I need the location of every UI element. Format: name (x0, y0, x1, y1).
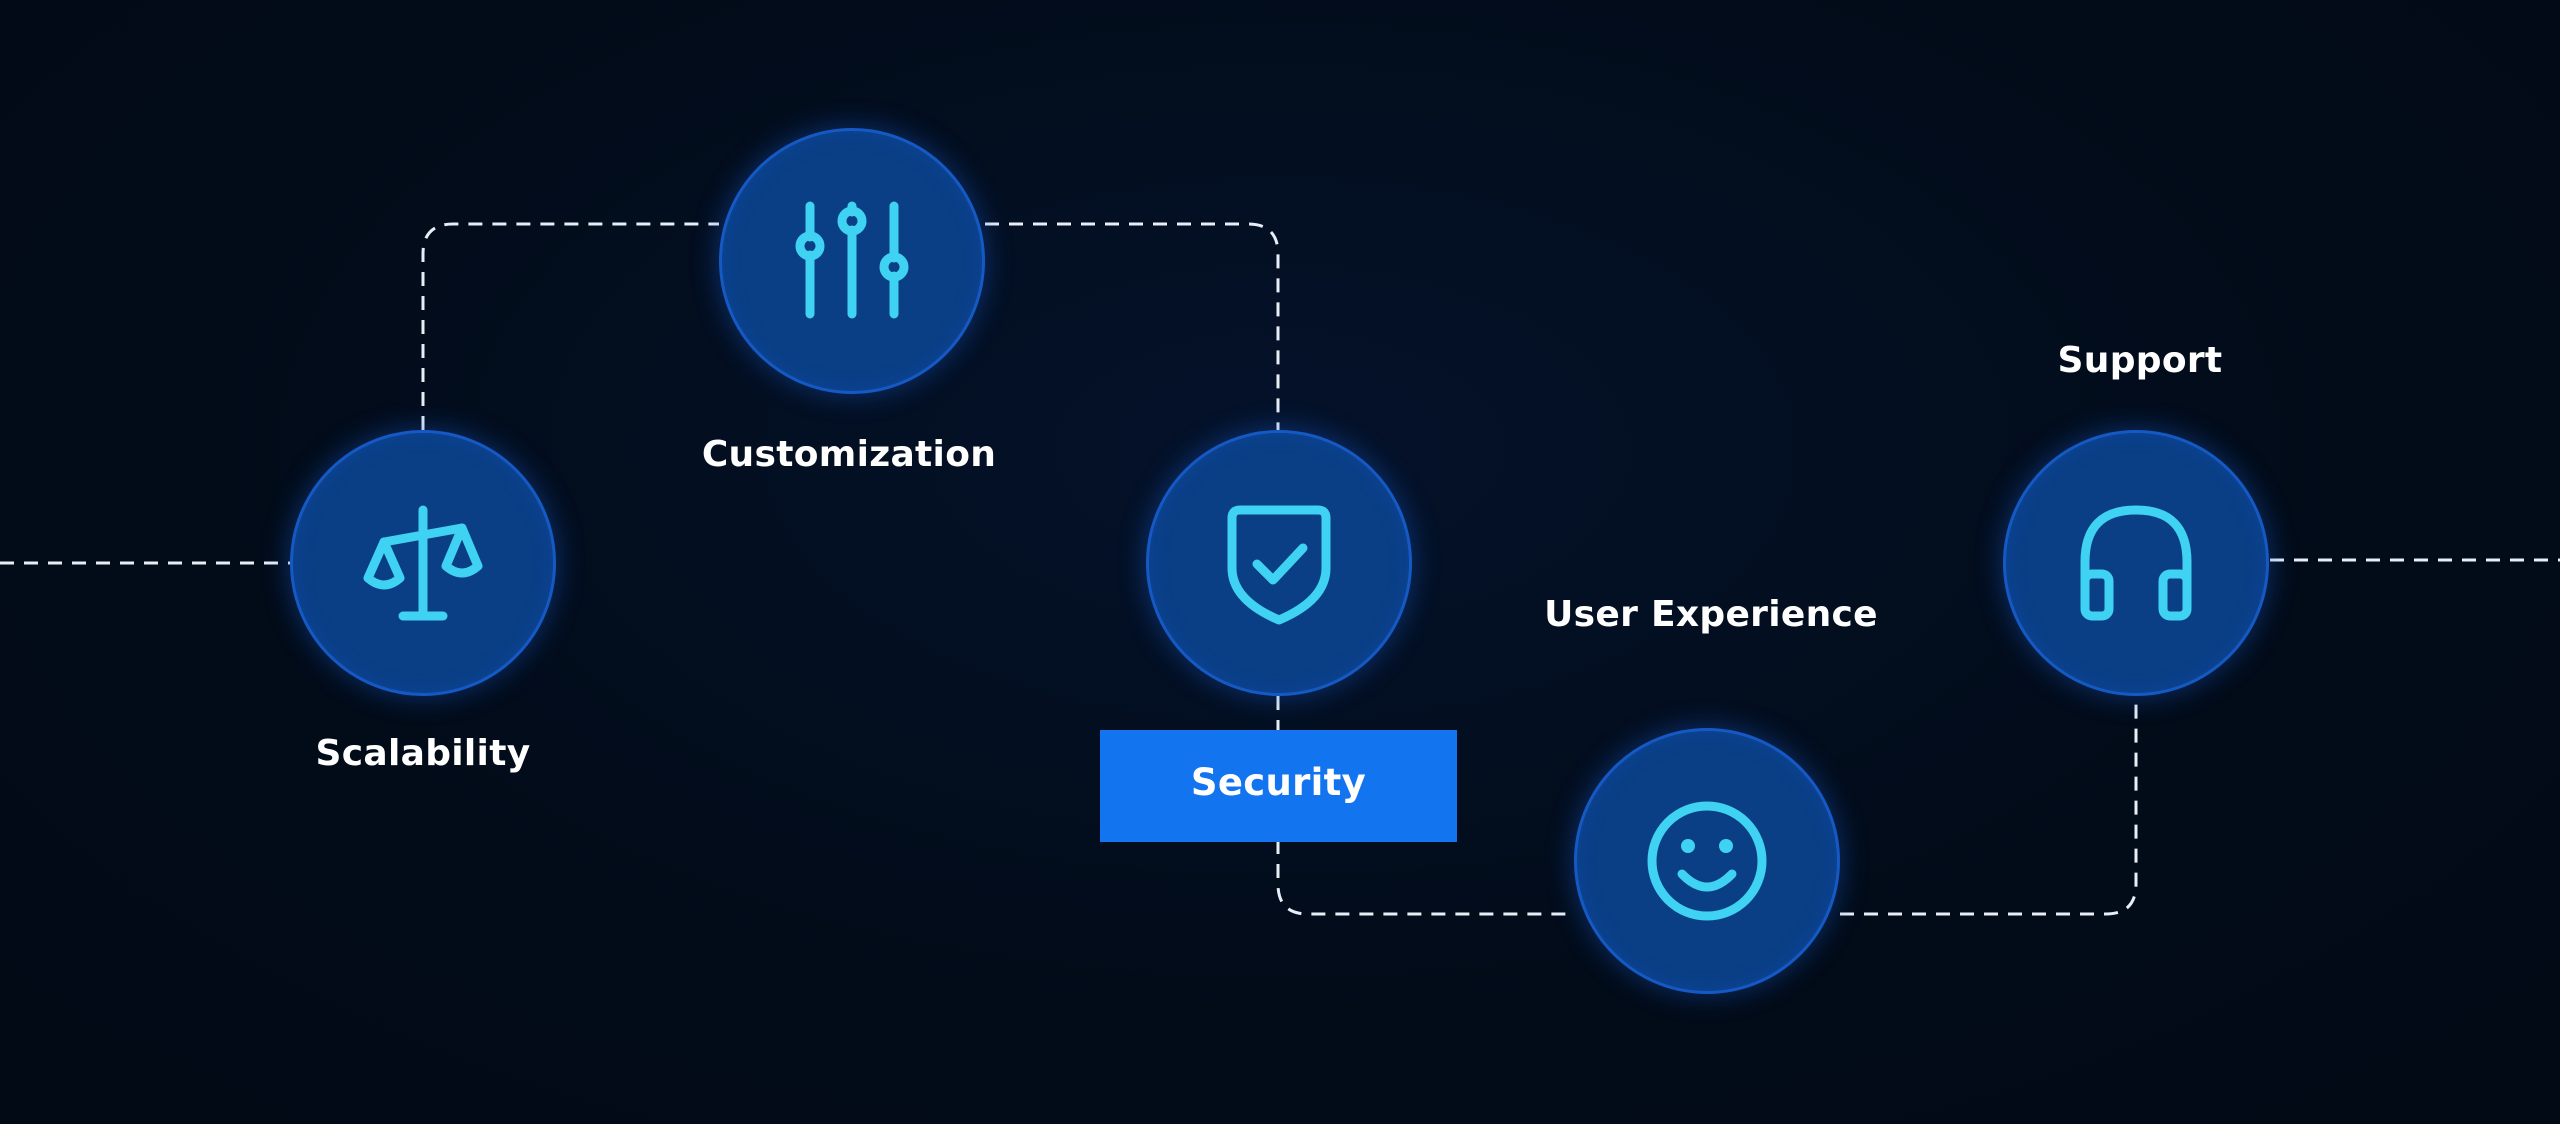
node-support[interactable] (2003, 430, 2269, 696)
node-customization[interactable] (719, 128, 985, 394)
label-customization: Customization (701, 434, 997, 475)
connector-user-experience-to-support (1840, 696, 2138, 916)
connector-scalability-to-customization (421, 222, 719, 430)
connector-customization-to-security (985, 222, 1280, 430)
shield-check-icon (1227, 505, 1331, 625)
smiley-face-icon (1647, 801, 1767, 921)
sliders-icon (795, 201, 909, 319)
label-scalability: Scalability (315, 733, 531, 774)
node-security[interactable] (1146, 430, 1412, 696)
security-highlight-box[interactable]: Security (1100, 730, 1457, 842)
label-user-experience: User Experience (1544, 594, 1878, 635)
label-security: Security (1190, 760, 1367, 804)
label-support: Support (2057, 340, 2223, 381)
node-user-experience[interactable] (1574, 728, 1840, 994)
headphones-icon (2080, 505, 2192, 621)
node-scalability[interactable] (290, 430, 556, 696)
balance-scale-icon (363, 505, 483, 621)
